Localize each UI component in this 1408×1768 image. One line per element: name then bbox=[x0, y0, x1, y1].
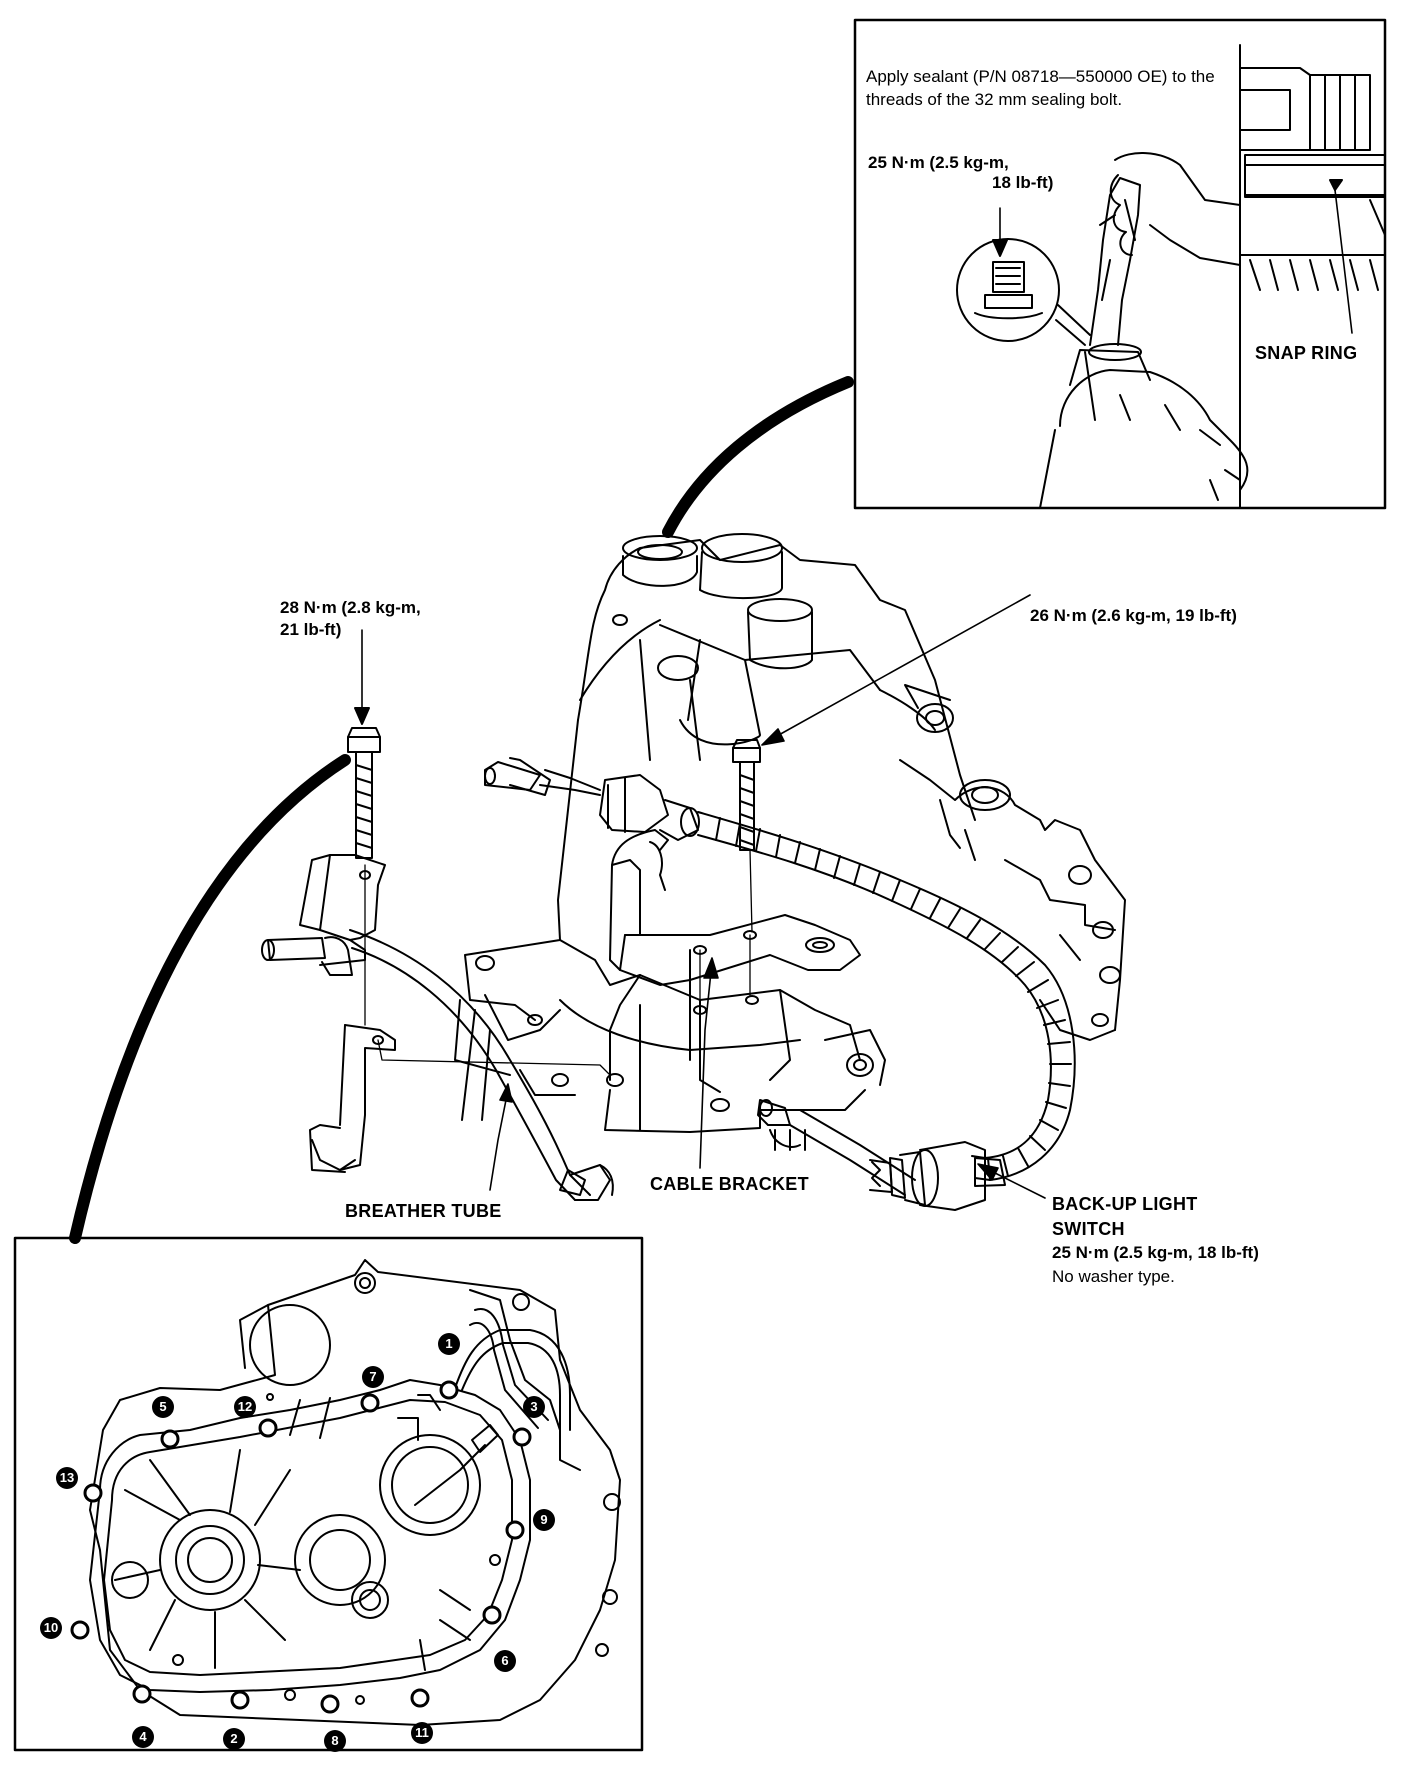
bolt-number-3: 3 bbox=[523, 1396, 545, 1418]
bolt-number-13: 13 bbox=[56, 1467, 78, 1489]
top-inset-hand bbox=[1089, 152, 1241, 346]
backup-switch-label-line1: BACK-UP LIGHT bbox=[1052, 1194, 1198, 1214]
bottom-inset-frame bbox=[13, 1236, 644, 1752]
snap-ring-label: SNAP RING bbox=[1255, 343, 1358, 363]
bolt-number-9: 9 bbox=[533, 1509, 555, 1531]
leader-lines bbox=[489, 594, 1046, 1199]
bottom-inset-leader bbox=[69, 754, 351, 1244]
left-bolt-torque-line1: 28 N·m (2.8 kg-m, bbox=[280, 598, 421, 617]
right-bolt bbox=[732, 739, 761, 933]
breather-tube-shape bbox=[349, 929, 614, 1201]
left-bolt-torque-line2: 21 lb-ft) bbox=[280, 620, 342, 639]
transmission-case bbox=[454, 533, 1126, 1196]
top-inset-frame bbox=[853, 18, 1387, 510]
bolt-number-6: 6 bbox=[494, 1650, 516, 1672]
snap-ring-arrow bbox=[1334, 189, 1353, 334]
backup-cable bbox=[484, 757, 1076, 1211]
left-bolt bbox=[347, 629, 381, 859]
top-inset-bolt-detail bbox=[956, 207, 1091, 346]
backup-switch-torque: 25 N·m (2.5 kg-m, 18 lb-ft) bbox=[1052, 1243, 1259, 1262]
bottom-inset-case bbox=[70, 1259, 621, 1726]
bolt-number-12: 12 bbox=[234, 1396, 256, 1418]
backup-switch-note: No washer type. bbox=[1052, 1267, 1175, 1286]
breather-tube-label: BREATHER TUBE bbox=[345, 1201, 502, 1221]
right-bolt-torque: 26 N·m (2.6 kg-m, 19 lb-ft) bbox=[1030, 606, 1237, 625]
bolt-number-5: 5 bbox=[152, 1396, 174, 1418]
bolt-number-8: 8 bbox=[324, 1730, 346, 1752]
bolt-number-1: 1 bbox=[438, 1333, 460, 1355]
inset-bolt-torque-line2: 18 lb-ft) bbox=[992, 173, 1054, 192]
cable-bracket-shape bbox=[609, 829, 861, 1015]
bolt-number-2: 2 bbox=[223, 1728, 245, 1750]
bolt-number-7: 7 bbox=[362, 1366, 384, 1388]
inset-bolt-torque-line1: 25 N·m (2.5 kg-m, bbox=[868, 153, 1009, 172]
top-inset-housing bbox=[1039, 343, 1249, 509]
sealant-note: Apply sealant (P/N 08718—550000 OE) to t… bbox=[866, 67, 1215, 109]
cable-bracket-label: CABLE BRACKET bbox=[650, 1174, 809, 1194]
top-inset-section bbox=[1239, 44, 1386, 506]
bolt-number-4: 4 bbox=[132, 1726, 154, 1748]
backup-switch-label-line2: SWITCH bbox=[1052, 1219, 1125, 1239]
bolt-number-10: 10 bbox=[40, 1617, 62, 1639]
top-inset-leader bbox=[662, 376, 854, 538]
bolt-number-11: 11 bbox=[411, 1722, 433, 1744]
breather-bracket bbox=[261, 854, 611, 1173]
